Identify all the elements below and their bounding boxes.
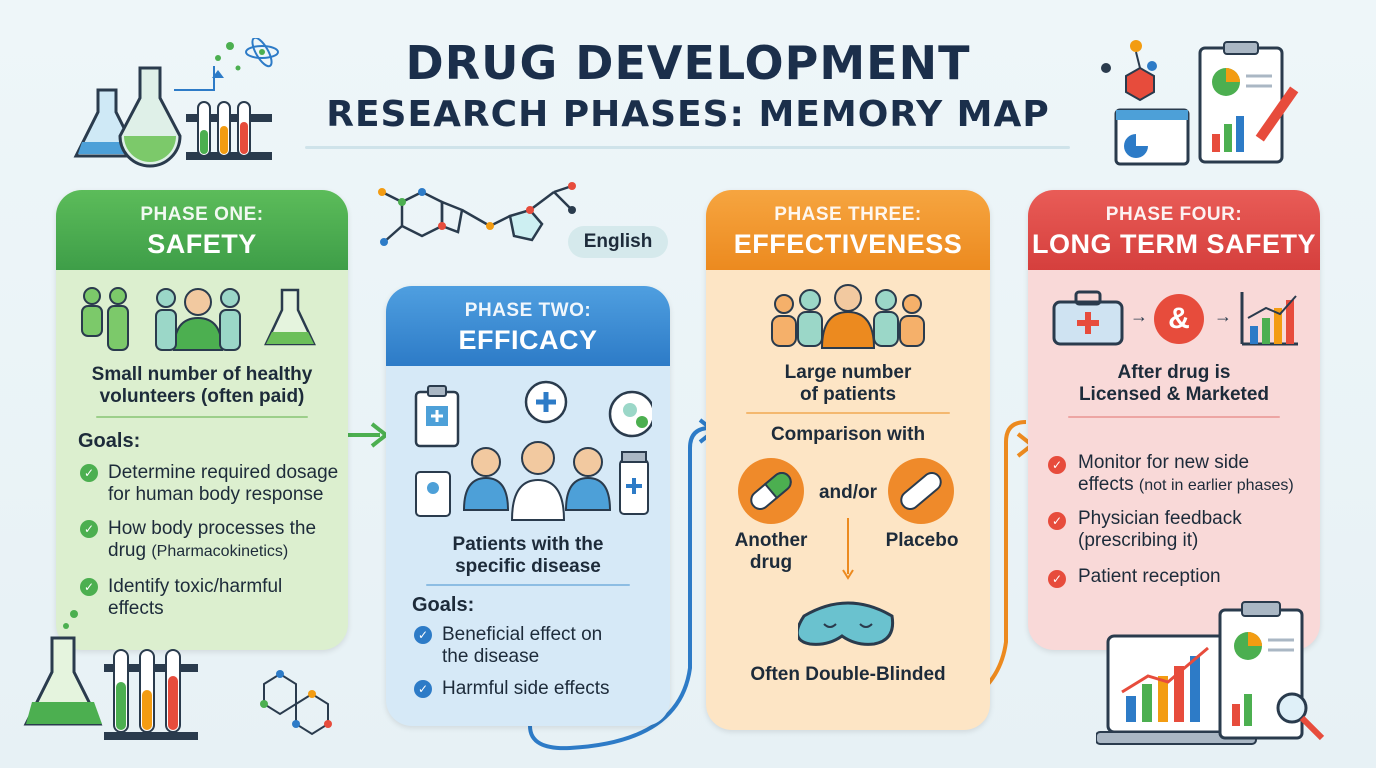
sleep-mask-icon [798, 601, 895, 646]
phase-two-header: PHASE TWO: EFFICACY [386, 286, 670, 366]
phase-one-goal-2-line1: How body processes the [108, 518, 317, 539]
phase-four-item-1-line1: Monitor for new side [1078, 452, 1250, 473]
page-title: DRUG DEVELOPMENT [405, 36, 971, 90]
phase-three-connector: and/or [818, 482, 878, 503]
check-icon: ✓ [80, 520, 98, 538]
phase-four-lead-1: After drug is [1117, 362, 1231, 383]
check-icon: ✓ [414, 680, 432, 698]
phase-four-item-1-note: (not in earlier phases) [1138, 477, 1294, 494]
phase-four-name: LONG TERM SAFETY [1032, 229, 1316, 259]
lab-flasks-icon [73, 38, 279, 168]
laptop-report-icon [1096, 601, 1325, 745]
phase-one-divider [96, 416, 308, 418]
phase-one-goal-2-line2: drug (Pharmacokinetics) [108, 540, 288, 563]
medical-case-icon [1052, 290, 1124, 346]
phase-four-item-1-word: effects [1078, 474, 1134, 495]
report-clipboard-icon [1101, 40, 1299, 166]
phase-three-lead-1: Large number [784, 362, 912, 383]
placebo-pill-icon [888, 458, 954, 524]
phase-four-kicker: PHASE FOUR: [1105, 204, 1243, 225]
phase-two-kicker: PHASE TWO: [464, 300, 592, 321]
phase-two-goal-1-line2: the disease [442, 646, 540, 667]
phase-one-goal-1-line1: Determine required dosage [108, 462, 339, 483]
test-tubes-icon [23, 610, 198, 740]
arrow-right-icon: → [1214, 306, 1232, 326]
phase-one-goal-3-line2: effects [108, 598, 164, 619]
check-icon: ✓ [414, 626, 432, 644]
page-subtitle: RESEARCH PHASES: MEMORY MAP [326, 94, 1050, 135]
phase-one-goal-3-line1: Identify toxic/harmful [108, 576, 283, 597]
phase-two-name: EFFICACY [458, 325, 598, 355]
phase-three-lead-2: of patients [799, 384, 897, 405]
phase-two-lead-1: Patients with the [452, 534, 604, 555]
phase-four-divider [1068, 416, 1280, 418]
capsule-icon [738, 458, 804, 524]
patients-doctor-icon [414, 380, 652, 521]
phase-one-name: SAFETY [147, 229, 257, 259]
phase-one-header: PHASE ONE: SAFETY [56, 190, 348, 270]
arrow-right-icon: → [1130, 306, 1148, 326]
phase-one-goal-2-word: drug [108, 540, 147, 561]
down-arrow-icon [842, 518, 854, 580]
phase-four-header: PHASE FOUR: LONG TERM SAFETY [1028, 190, 1320, 270]
molecule-icon [378, 182, 576, 246]
bar-chart-icon [1240, 292, 1298, 346]
phase-two-card: PHASE TWO: EFFICACY Patients with the sp… [386, 286, 670, 726]
phase-four-card: PHASE FOUR: LONG TERM SAFETY → & → After… [1028, 190, 1320, 650]
phase-three-divider [746, 412, 950, 414]
phase-three-option-a-1: Another [734, 530, 808, 551]
phase-one-lead-2: volunteers (often paid) [99, 386, 305, 407]
phase-three-option-b: Placebo [885, 530, 959, 551]
check-icon: ✓ [80, 464, 98, 482]
check-icon: ✓ [1048, 456, 1066, 474]
phase-three-blinding: Often Double-Blinded [750, 664, 946, 685]
check-icon: ✓ [1048, 570, 1066, 588]
phase-two-goals-label: Goals: [412, 594, 475, 616]
phase-four-item-2-line1: Physician feedback [1078, 508, 1242, 529]
phase-three-name: EFFECTIVENESS [733, 229, 963, 259]
phase-one-card: PHASE ONE: SAFETY Small number of health… [56, 190, 348, 650]
phase-three-comparison-label: Comparison with [770, 424, 926, 445]
phase-one-goal-1-line2: for human body response [108, 484, 324, 505]
phase-three-option-a-2: drug [749, 552, 793, 573]
phase-one-kicker: PHASE ONE: [140, 204, 264, 225]
phase-two-divider [426, 584, 630, 586]
phase-three-header: PHASE THREE: EFFECTIVENESS [706, 190, 990, 270]
phase-two-lead-2: specific disease [455, 556, 601, 577]
phase-two-goal-1-line1: Beneficial effect on [442, 624, 603, 645]
phase-three-kicker: PHASE THREE: [774, 204, 922, 225]
phase-four-item-1-line2: effects (not in earlier phases) [1078, 474, 1294, 497]
crowd-icon [771, 284, 925, 349]
check-icon: ✓ [80, 578, 98, 596]
language-badge[interactable]: English [568, 226, 668, 258]
phase-two-goal-2-line1: Harmful side effects [442, 678, 610, 699]
phase-one-goals-label: Goals: [78, 430, 141, 452]
phase-four-lead-2: Licensed & Marketed [1078, 384, 1270, 405]
phase-one-goal-2-note: (Pharmacokinetics) [151, 543, 289, 560]
ampersand-icon: & [1154, 294, 1204, 344]
molecule-small-icon [260, 670, 332, 736]
phase-four-item-3-line1: Patient reception [1078, 566, 1221, 587]
title-divider [305, 146, 1070, 149]
phase-four-item-2-line2: (prescribing it) [1078, 530, 1199, 551]
phase-one-lead-1: Small number of healthy [91, 364, 313, 385]
healthy-volunteers-icon [81, 287, 316, 351]
check-icon: ✓ [1048, 512, 1066, 530]
phase-three-card: PHASE THREE: EFFECTIVENESS Large number … [706, 190, 990, 730]
